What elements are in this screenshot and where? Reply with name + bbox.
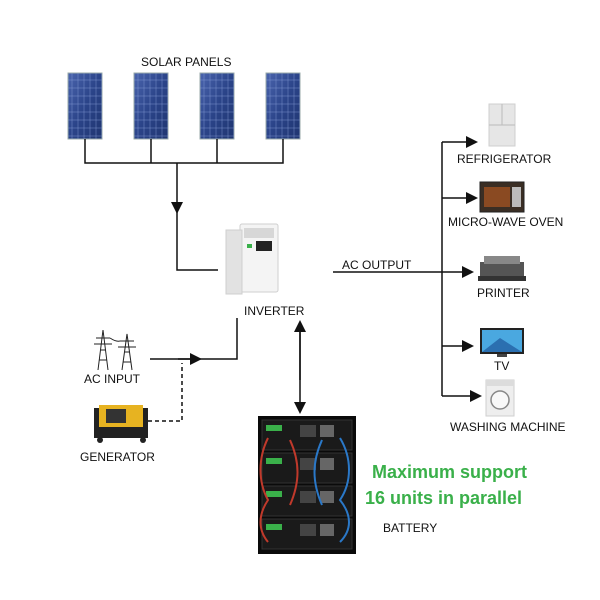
transmission-tower-icon [94, 329, 136, 371]
tv-icon [480, 328, 524, 357]
load-label-tv: TV [494, 359, 510, 373]
microwave-oven-icon [479, 181, 525, 213]
solar-panel-icon [67, 72, 103, 140]
solar-panels [67, 72, 301, 140]
battery-rack-icon [258, 416, 356, 554]
solar-panel-icon [199, 72, 235, 140]
refrigerator-icon [488, 103, 516, 147]
battery-label: BATTERY [383, 521, 438, 535]
inverter-icon [225, 223, 279, 295]
load-label-refrigerator: REFRIGERATOR [457, 152, 552, 166]
printer-icon [478, 256, 526, 281]
battery-note-line1: Maximum support [372, 462, 528, 482]
inverter-label: INVERTER [244, 304, 305, 318]
wiring [84, 136, 482, 422]
ac-input-label: AC INPUT [84, 372, 141, 386]
generator-icon [94, 405, 148, 443]
load-label-printer: PRINTER [477, 286, 530, 300]
generator-label: GENERATOR [80, 450, 155, 464]
solar-panel-icon [133, 72, 169, 140]
solar-panels-label: SOLAR PANELS [141, 55, 232, 69]
load-label-washing-machine: WASHING MACHINE [450, 420, 566, 434]
load-label-microwave: MICRO-WAVE OVEN [448, 215, 564, 229]
ac-output-label: AC OUTPUT [342, 258, 412, 272]
solar-panel-icon [265, 72, 301, 140]
battery-note-line2: 16 units in parallel [365, 488, 523, 508]
washing-machine-icon [485, 379, 515, 417]
